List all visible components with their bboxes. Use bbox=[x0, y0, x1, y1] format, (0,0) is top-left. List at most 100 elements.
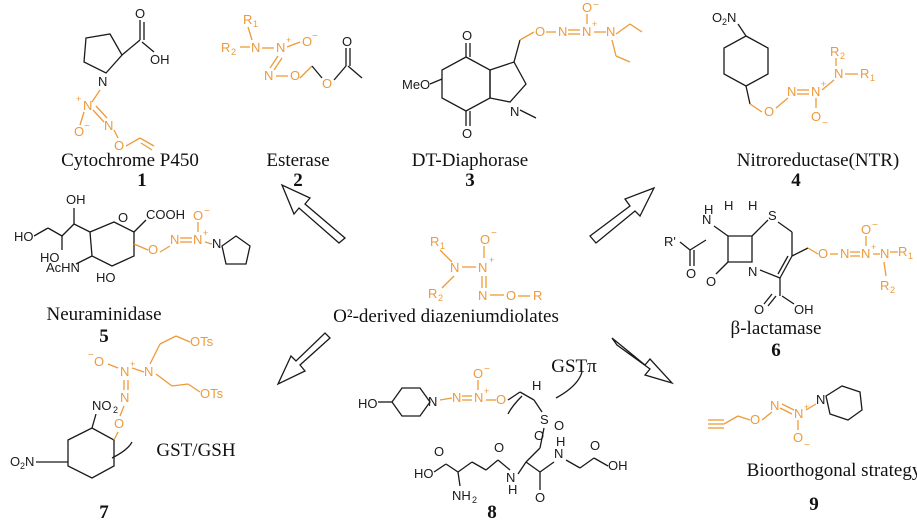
svg-text:N: N bbox=[506, 470, 515, 485]
svg-text:HO: HO bbox=[14, 229, 34, 244]
svg-text:+: + bbox=[592, 19, 597, 29]
svg-text:O: O bbox=[462, 126, 472, 141]
compound-number-3: 3 bbox=[465, 170, 475, 191]
enzyme-label-4: Nitroreductase(NTR) bbox=[736, 150, 900, 171]
svg-text:N: N bbox=[811, 84, 820, 99]
svg-text:NO: NO bbox=[92, 398, 112, 413]
svg-text:O: O bbox=[535, 490, 545, 505]
svg-text:N: N bbox=[144, 364, 153, 379]
structure-9: O N N + O − N bbox=[708, 385, 863, 451]
structure-1: O OH N N + O − N O bbox=[74, 6, 170, 153]
svg-text:O: O bbox=[462, 28, 472, 43]
svg-text:N: N bbox=[212, 236, 221, 251]
svg-text:+: + bbox=[286, 35, 291, 45]
svg-text:N: N bbox=[474, 390, 483, 405]
svg-text:O: O bbox=[94, 354, 104, 369]
compound-number-4: 4 bbox=[791, 170, 801, 191]
svg-text:2: 2 bbox=[113, 405, 118, 415]
svg-text:O: O bbox=[706, 274, 716, 289]
svg-text:O: O bbox=[554, 418, 564, 433]
svg-text:NH: NH bbox=[452, 488, 471, 503]
svg-text:O: O bbox=[290, 68, 300, 83]
svg-text:2: 2 bbox=[472, 495, 477, 505]
svg-text:S: S bbox=[768, 208, 777, 223]
svg-text:+: + bbox=[130, 359, 135, 369]
svg-text:2: 2 bbox=[231, 47, 236, 57]
svg-text:R: R bbox=[880, 278, 889, 293]
svg-text:N: N bbox=[478, 288, 487, 303]
svg-text:N: N bbox=[120, 390, 129, 405]
svg-text:2: 2 bbox=[722, 17, 727, 27]
svg-text:−: − bbox=[84, 121, 90, 132]
compound-number-7: 7 bbox=[99, 502, 109, 523]
svg-text:−: − bbox=[593, 0, 599, 11]
svg-text:HO: HO bbox=[96, 270, 116, 285]
svg-text:H: H bbox=[704, 202, 713, 217]
enzyme-label-6: β-lactamase bbox=[730, 318, 822, 339]
compound-number-9: 9 bbox=[809, 494, 819, 515]
svg-text:+: + bbox=[484, 386, 489, 396]
compound-number-1: 1 bbox=[137, 170, 147, 191]
svg-text:OH: OH bbox=[608, 458, 628, 473]
svg-text:AcHN: AcHN bbox=[46, 260, 80, 275]
svg-text:S: S bbox=[540, 412, 549, 427]
svg-text:−: − bbox=[204, 206, 210, 217]
svg-text:2: 2 bbox=[438, 293, 443, 303]
arrow-to-7 bbox=[276, 332, 331, 386]
compound-number-5: 5 bbox=[99, 326, 109, 347]
structure-6: R' O N H H H O N S O OH O N N + bbox=[664, 198, 913, 317]
svg-text:OTs: OTs bbox=[200, 386, 224, 401]
svg-text:R: R bbox=[860, 66, 869, 81]
svg-text:O: O bbox=[712, 10, 722, 25]
svg-text:N: N bbox=[606, 24, 615, 39]
svg-text:R: R bbox=[430, 234, 439, 249]
svg-text:N: N bbox=[170, 232, 179, 247]
arrow-to-1-3 bbox=[280, 183, 347, 244]
compound-number-6: 6 bbox=[771, 340, 781, 361]
svg-text:O: O bbox=[342, 34, 352, 49]
svg-text:O: O bbox=[861, 222, 871, 237]
svg-text:N: N bbox=[702, 212, 711, 227]
enzyme-label-5: Neuraminidase bbox=[46, 304, 162, 325]
structure-3: O O MeO N O N N + O − N bbox=[402, 0, 643, 141]
svg-text:HO: HO bbox=[414, 466, 434, 481]
svg-text:−: − bbox=[88, 350, 94, 361]
svg-text:N: N bbox=[834, 66, 843, 81]
svg-text:1: 1 bbox=[253, 19, 258, 29]
svg-text:N: N bbox=[264, 68, 273, 83]
svg-text:N: N bbox=[452, 390, 461, 405]
svg-text:−: − bbox=[484, 364, 490, 375]
svg-text:R: R bbox=[428, 286, 437, 301]
svg-text:N: N bbox=[816, 392, 825, 407]
svg-text:OH: OH bbox=[794, 302, 814, 317]
svg-text:O: O bbox=[148, 242, 158, 257]
svg-text:O: O bbox=[534, 428, 544, 443]
svg-text:N: N bbox=[25, 454, 34, 469]
svg-text:N: N bbox=[794, 406, 803, 421]
svg-text:O: O bbox=[686, 266, 696, 281]
svg-text:R: R bbox=[830, 44, 839, 59]
svg-text:COOH: COOH bbox=[146, 207, 185, 222]
svg-text:−: − bbox=[872, 220, 878, 231]
structure-5: HO HO OH O AcHN HO COOH O N N + O − N bbox=[14, 192, 251, 285]
svg-text:+: + bbox=[821, 79, 826, 89]
svg-text:N: N bbox=[478, 260, 487, 275]
svg-text:N: N bbox=[251, 40, 260, 55]
svg-text:O: O bbox=[114, 416, 124, 431]
svg-text:+: + bbox=[203, 228, 208, 238]
compound-number-2: 2 bbox=[293, 170, 303, 191]
svg-text:H: H bbox=[748, 198, 757, 213]
svg-text:N: N bbox=[98, 74, 107, 89]
svg-text:2: 2 bbox=[840, 51, 845, 61]
svg-text:2: 2 bbox=[20, 461, 25, 471]
svg-text:O: O bbox=[118, 210, 128, 225]
svg-text:MeO: MeO bbox=[402, 77, 430, 92]
svg-text:N: N bbox=[450, 260, 459, 275]
svg-text:O: O bbox=[764, 104, 774, 119]
svg-text:N: N bbox=[554, 446, 563, 461]
svg-text:O: O bbox=[811, 109, 821, 124]
